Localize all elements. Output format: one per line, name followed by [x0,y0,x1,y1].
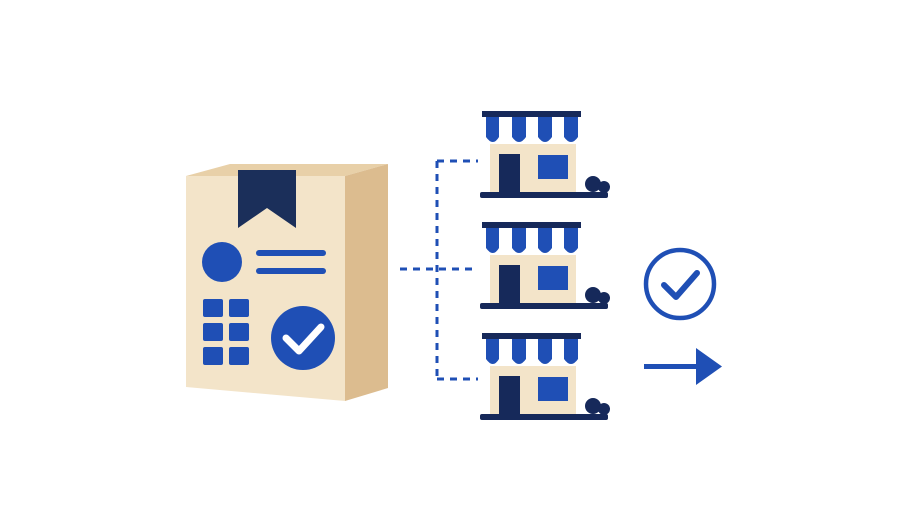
box-check-icon [271,306,335,370]
storefront-icon [480,111,610,198]
grid-tile [229,323,249,341]
grid-tile [229,299,249,317]
grid-tile [203,347,223,365]
storefront-icon [480,333,610,420]
storefront-icon [480,222,610,309]
box-label-line [256,250,326,256]
box-grid-tiles [203,299,249,365]
dashed-connector [400,159,478,381]
box-label-circle [202,242,242,282]
arrow-right-icon [644,348,722,385]
package-box-icon [186,164,388,401]
box-label-line [256,268,326,274]
box-side-face [345,164,388,401]
grid-tile [229,347,249,365]
box-front-face [186,176,345,401]
grid-tile [203,323,223,341]
check-circle-icon [643,247,717,321]
box-ribbon [238,170,296,228]
grid-tile [203,299,223,317]
